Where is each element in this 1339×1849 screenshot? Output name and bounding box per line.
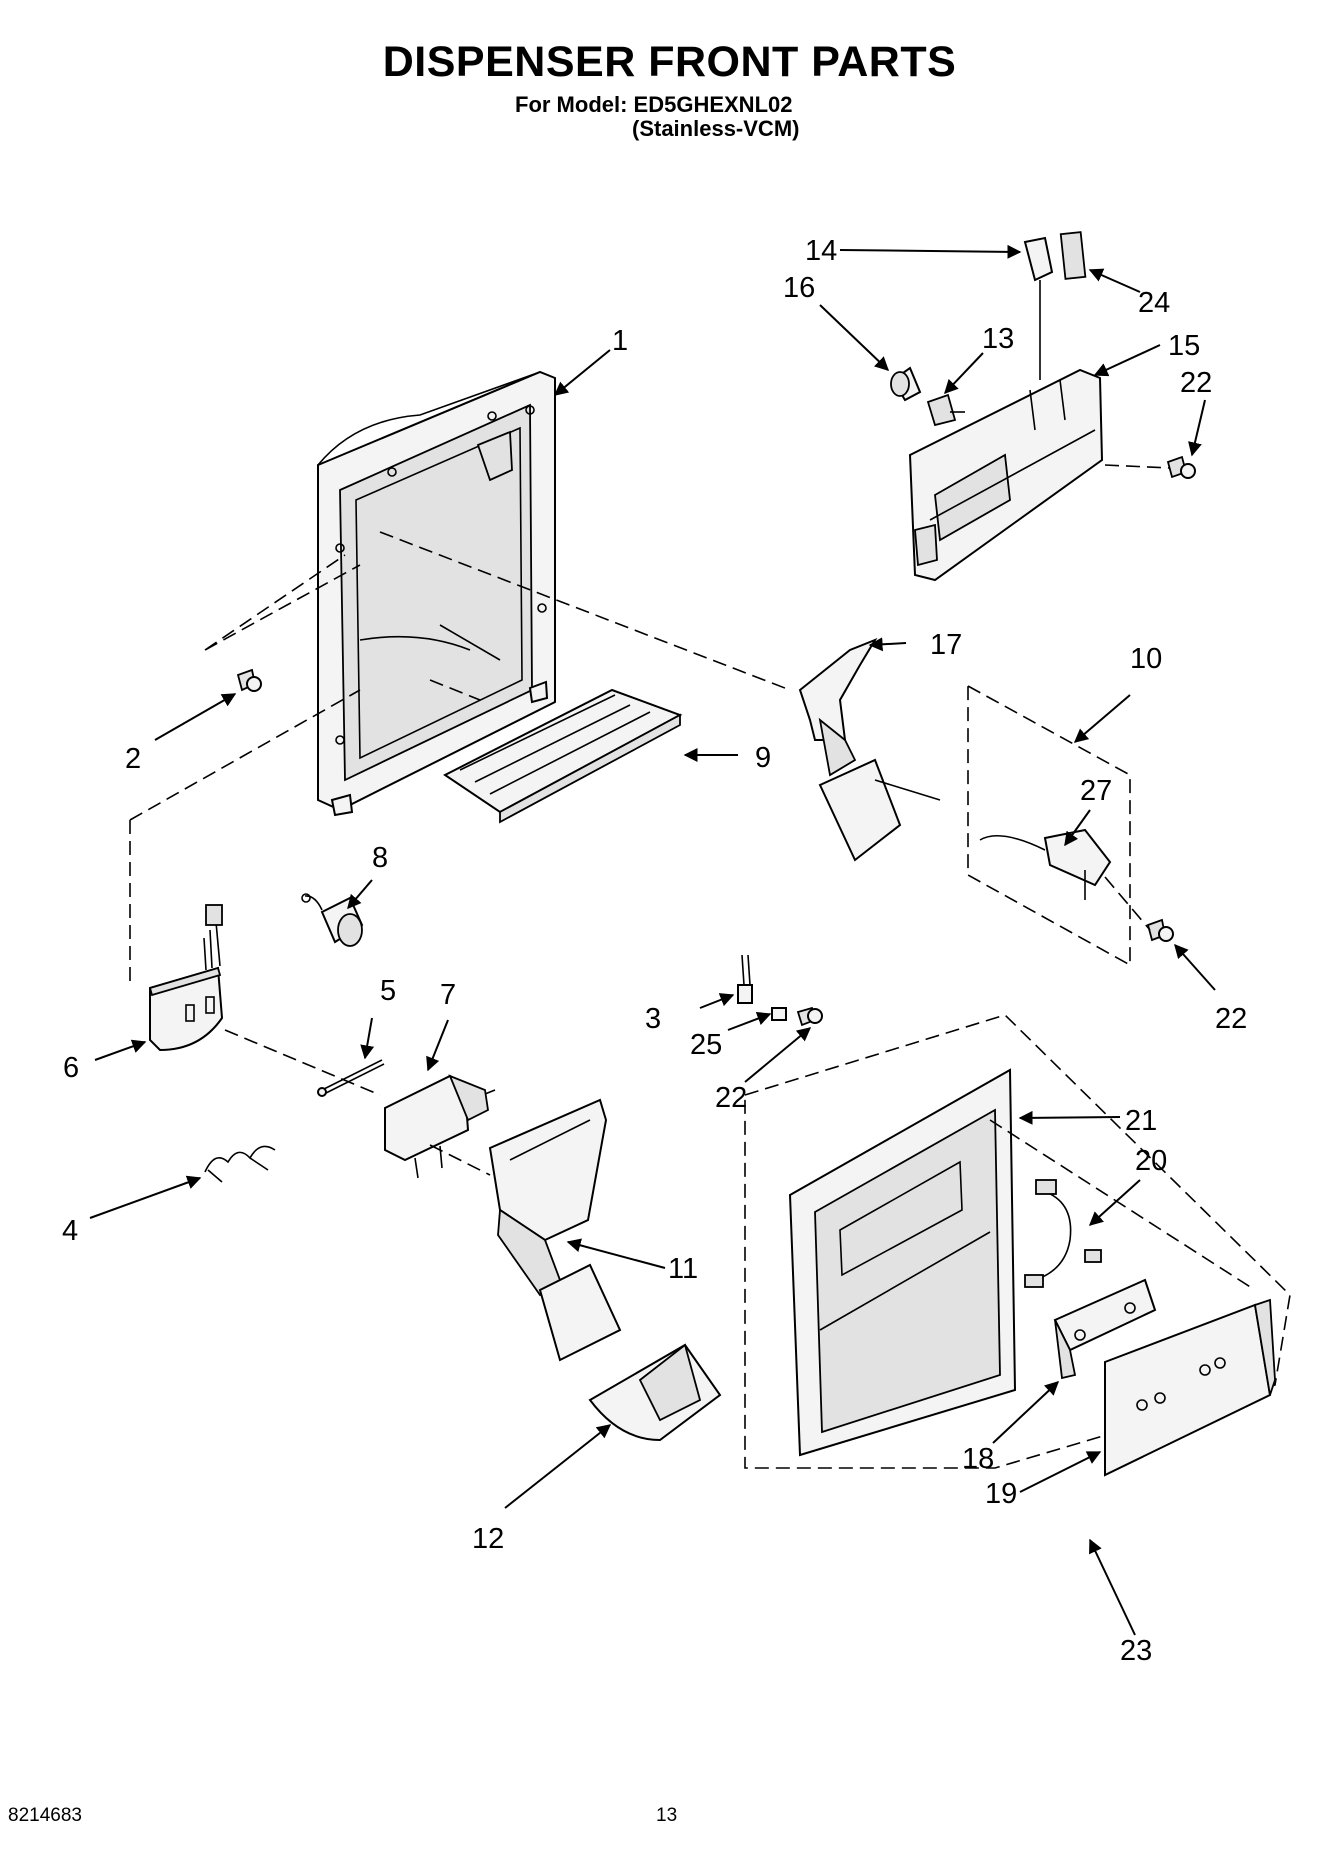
callout-23: 23 — [1120, 1635, 1152, 1667]
callout-15: 15 — [1168, 330, 1200, 362]
callout-10: 10 — [1130, 643, 1162, 675]
part-14-lamp-socket — [1023, 236, 1054, 380]
assembly-guide-lines — [129, 464, 1256, 1291]
part-22-screw-right — [1146, 918, 1174, 942]
part-4-spring — [204, 1145, 276, 1183]
callout-13: 13 — [982, 323, 1014, 355]
callout-7: 7 — [440, 979, 456, 1011]
part-17-lever — [798, 637, 902, 862]
part-11-lever — [488, 1098, 622, 1362]
part-10-outline — [967, 684, 1131, 967]
part-2-screw — [236, 668, 262, 692]
callout-9: 9 — [755, 742, 771, 774]
callout-21: 21 — [1125, 1105, 1157, 1137]
callout-22-top: 22 — [1180, 367, 1212, 399]
part-13-socket — [926, 393, 965, 427]
part-1-housing — [317, 370, 556, 817]
part-24-plate — [1059, 231, 1087, 280]
callout-5: 5 — [380, 975, 396, 1007]
callout-14: 14 — [805, 235, 837, 267]
part-20-harness — [1024, 1179, 1102, 1288]
part-22-screw-top — [1166, 455, 1196, 479]
callout-12: 12 — [472, 1523, 504, 1555]
part-19-overlay — [1104, 1298, 1276, 1477]
part-27-switch — [979, 828, 1112, 900]
part-21-trim-frame — [788, 1068, 1017, 1457]
part-12-chute — [588, 1343, 722, 1442]
callout-24: 24 — [1138, 287, 1170, 319]
callout-17: 17 — [930, 629, 962, 661]
callout-22-mid: 22 — [715, 1082, 747, 1114]
callout-27: 27 — [1080, 775, 1112, 807]
callout-19: 19 — [985, 1478, 1017, 1510]
callout-8: 8 — [372, 842, 388, 874]
callout-11: 11 — [668, 1253, 698, 1285]
model-line: For Model: ED5GHEXNL02 — [515, 92, 793, 117]
callout-4: 4 — [62, 1215, 78, 1247]
page-number: 13 — [656, 1805, 678, 1826]
callout-1: 1 — [612, 325, 628, 357]
part-9-drip-tray — [443, 688, 683, 824]
part-22-screw-mid — [796, 1006, 823, 1027]
page-title: DISPENSER FRONT PARTS — [382, 38, 957, 86]
callout-labels: 1 2 3 4 5 6 7 8 9 10 11 12 13 14 15 16 1… — [62, 235, 1247, 1667]
variant-line: (Stainless-VCM) — [632, 116, 800, 141]
callout-18: 18 — [962, 1443, 994, 1475]
part-7-actuator — [384, 1074, 496, 1179]
part-15-bracket — [908, 368, 1104, 582]
callout-20: 20 — [1135, 1145, 1167, 1177]
part-23-outline — [744, 1014, 1291, 1469]
part-6-module — [148, 904, 224, 1052]
part-3-clip — [737, 954, 753, 1004]
callout-leaders — [89, 244, 1216, 1636]
part-16-bulb — [890, 366, 922, 402]
callout-6: 6 — [63, 1052, 79, 1084]
callout-25: 25 — [690, 1029, 722, 1061]
part-18-control-board — [1053, 1278, 1157, 1380]
callout-22-right: 22 — [1215, 1003, 1247, 1035]
callout-3: 3 — [645, 1003, 661, 1035]
part-25-insert — [771, 1007, 787, 1021]
part-5-pin — [317, 1059, 385, 1097]
callout-16: 16 — [783, 272, 815, 304]
document-number: 8214683 — [8, 1805, 82, 1826]
callout-2: 2 — [125, 743, 141, 775]
